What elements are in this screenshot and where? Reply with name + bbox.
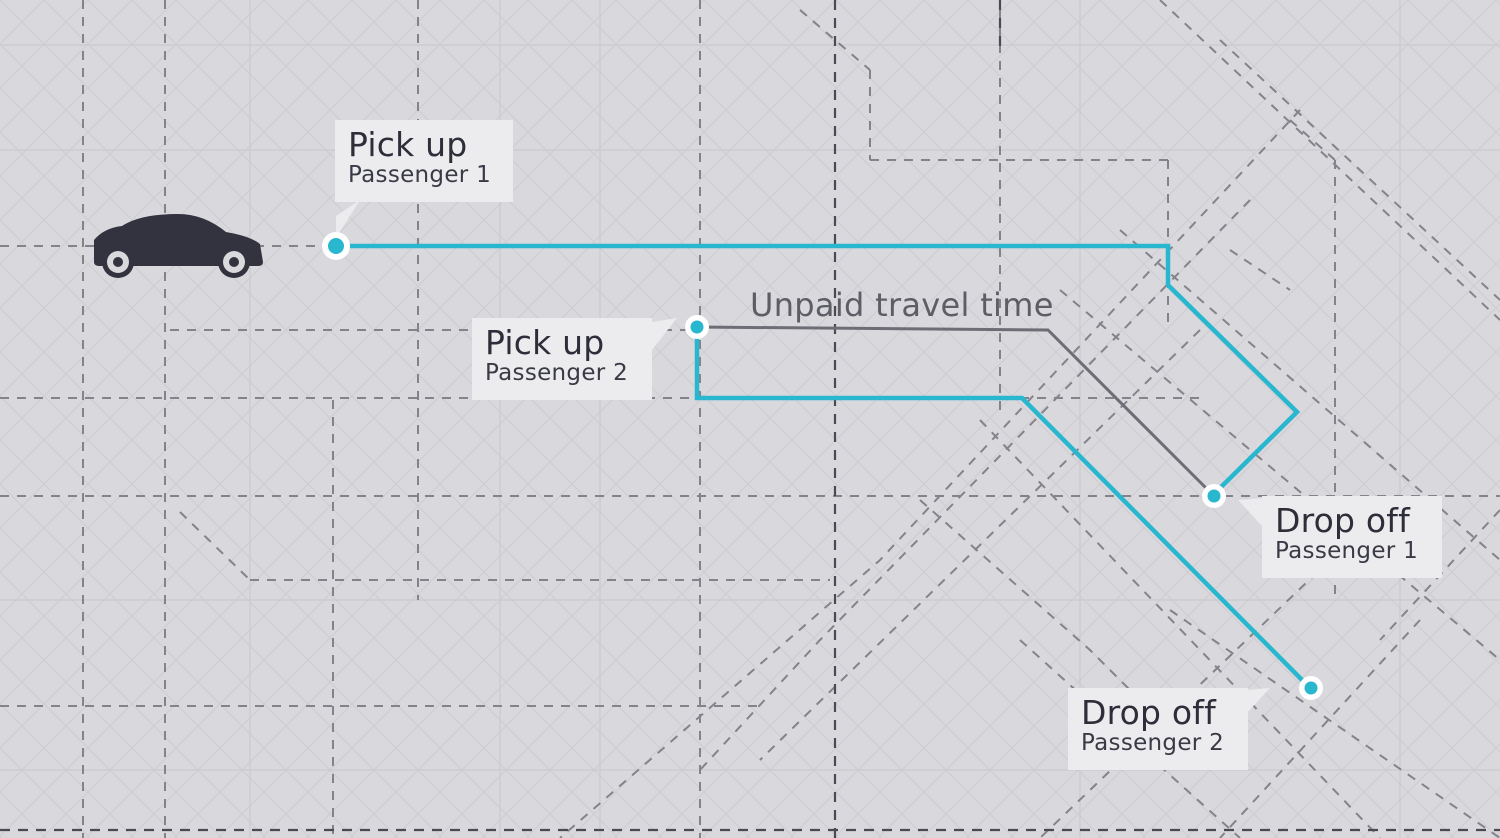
pickup-2-title: Pick up	[485, 323, 605, 362]
pickup-2-pointer	[652, 318, 677, 350]
dropoff-2-pointer	[1246, 688, 1270, 714]
dropoff-1-pointer	[1238, 498, 1264, 528]
pickup-2-callout: Pick up Passenger 2	[472, 318, 652, 400]
pickup-1-title: Pick up	[348, 125, 468, 164]
pickup-1-callout: Pick up Passenger 1	[335, 120, 513, 202]
stop-marker-pickup-2[interactable]	[685, 315, 709, 339]
unpaid-travel-time-label: Unpaid travel time	[750, 286, 1054, 324]
dropoff-1-callout: Drop off Passenger 1	[1262, 496, 1442, 578]
unpaid-route-line	[696, 325, 1215, 497]
car-icon	[94, 214, 263, 278]
route-line-passenger-1	[336, 243, 1301, 497]
stop-marker-dropoff-1[interactable]	[1202, 484, 1226, 508]
pickup-2-subtitle: Passenger 2	[485, 360, 629, 386]
dropoff-2-callout: Drop off Passenger 2	[1068, 688, 1248, 770]
pickup-1-subtitle: Passenger 1	[348, 162, 492, 188]
route-line-passenger-2	[694, 327, 1312, 690]
dropoff-2-subtitle: Passenger 2	[1081, 730, 1225, 756]
stop-marker-dropoff-2[interactable]	[1299, 676, 1323, 700]
stop-marker-pickup-1[interactable]	[322, 232, 350, 260]
dropoff-1-title: Drop off	[1275, 501, 1410, 540]
dropoff-2-title: Drop off	[1081, 693, 1216, 732]
dropoff-1-subtitle: Passenger 1	[1275, 538, 1419, 564]
pickup-1-pointer	[336, 200, 360, 238]
